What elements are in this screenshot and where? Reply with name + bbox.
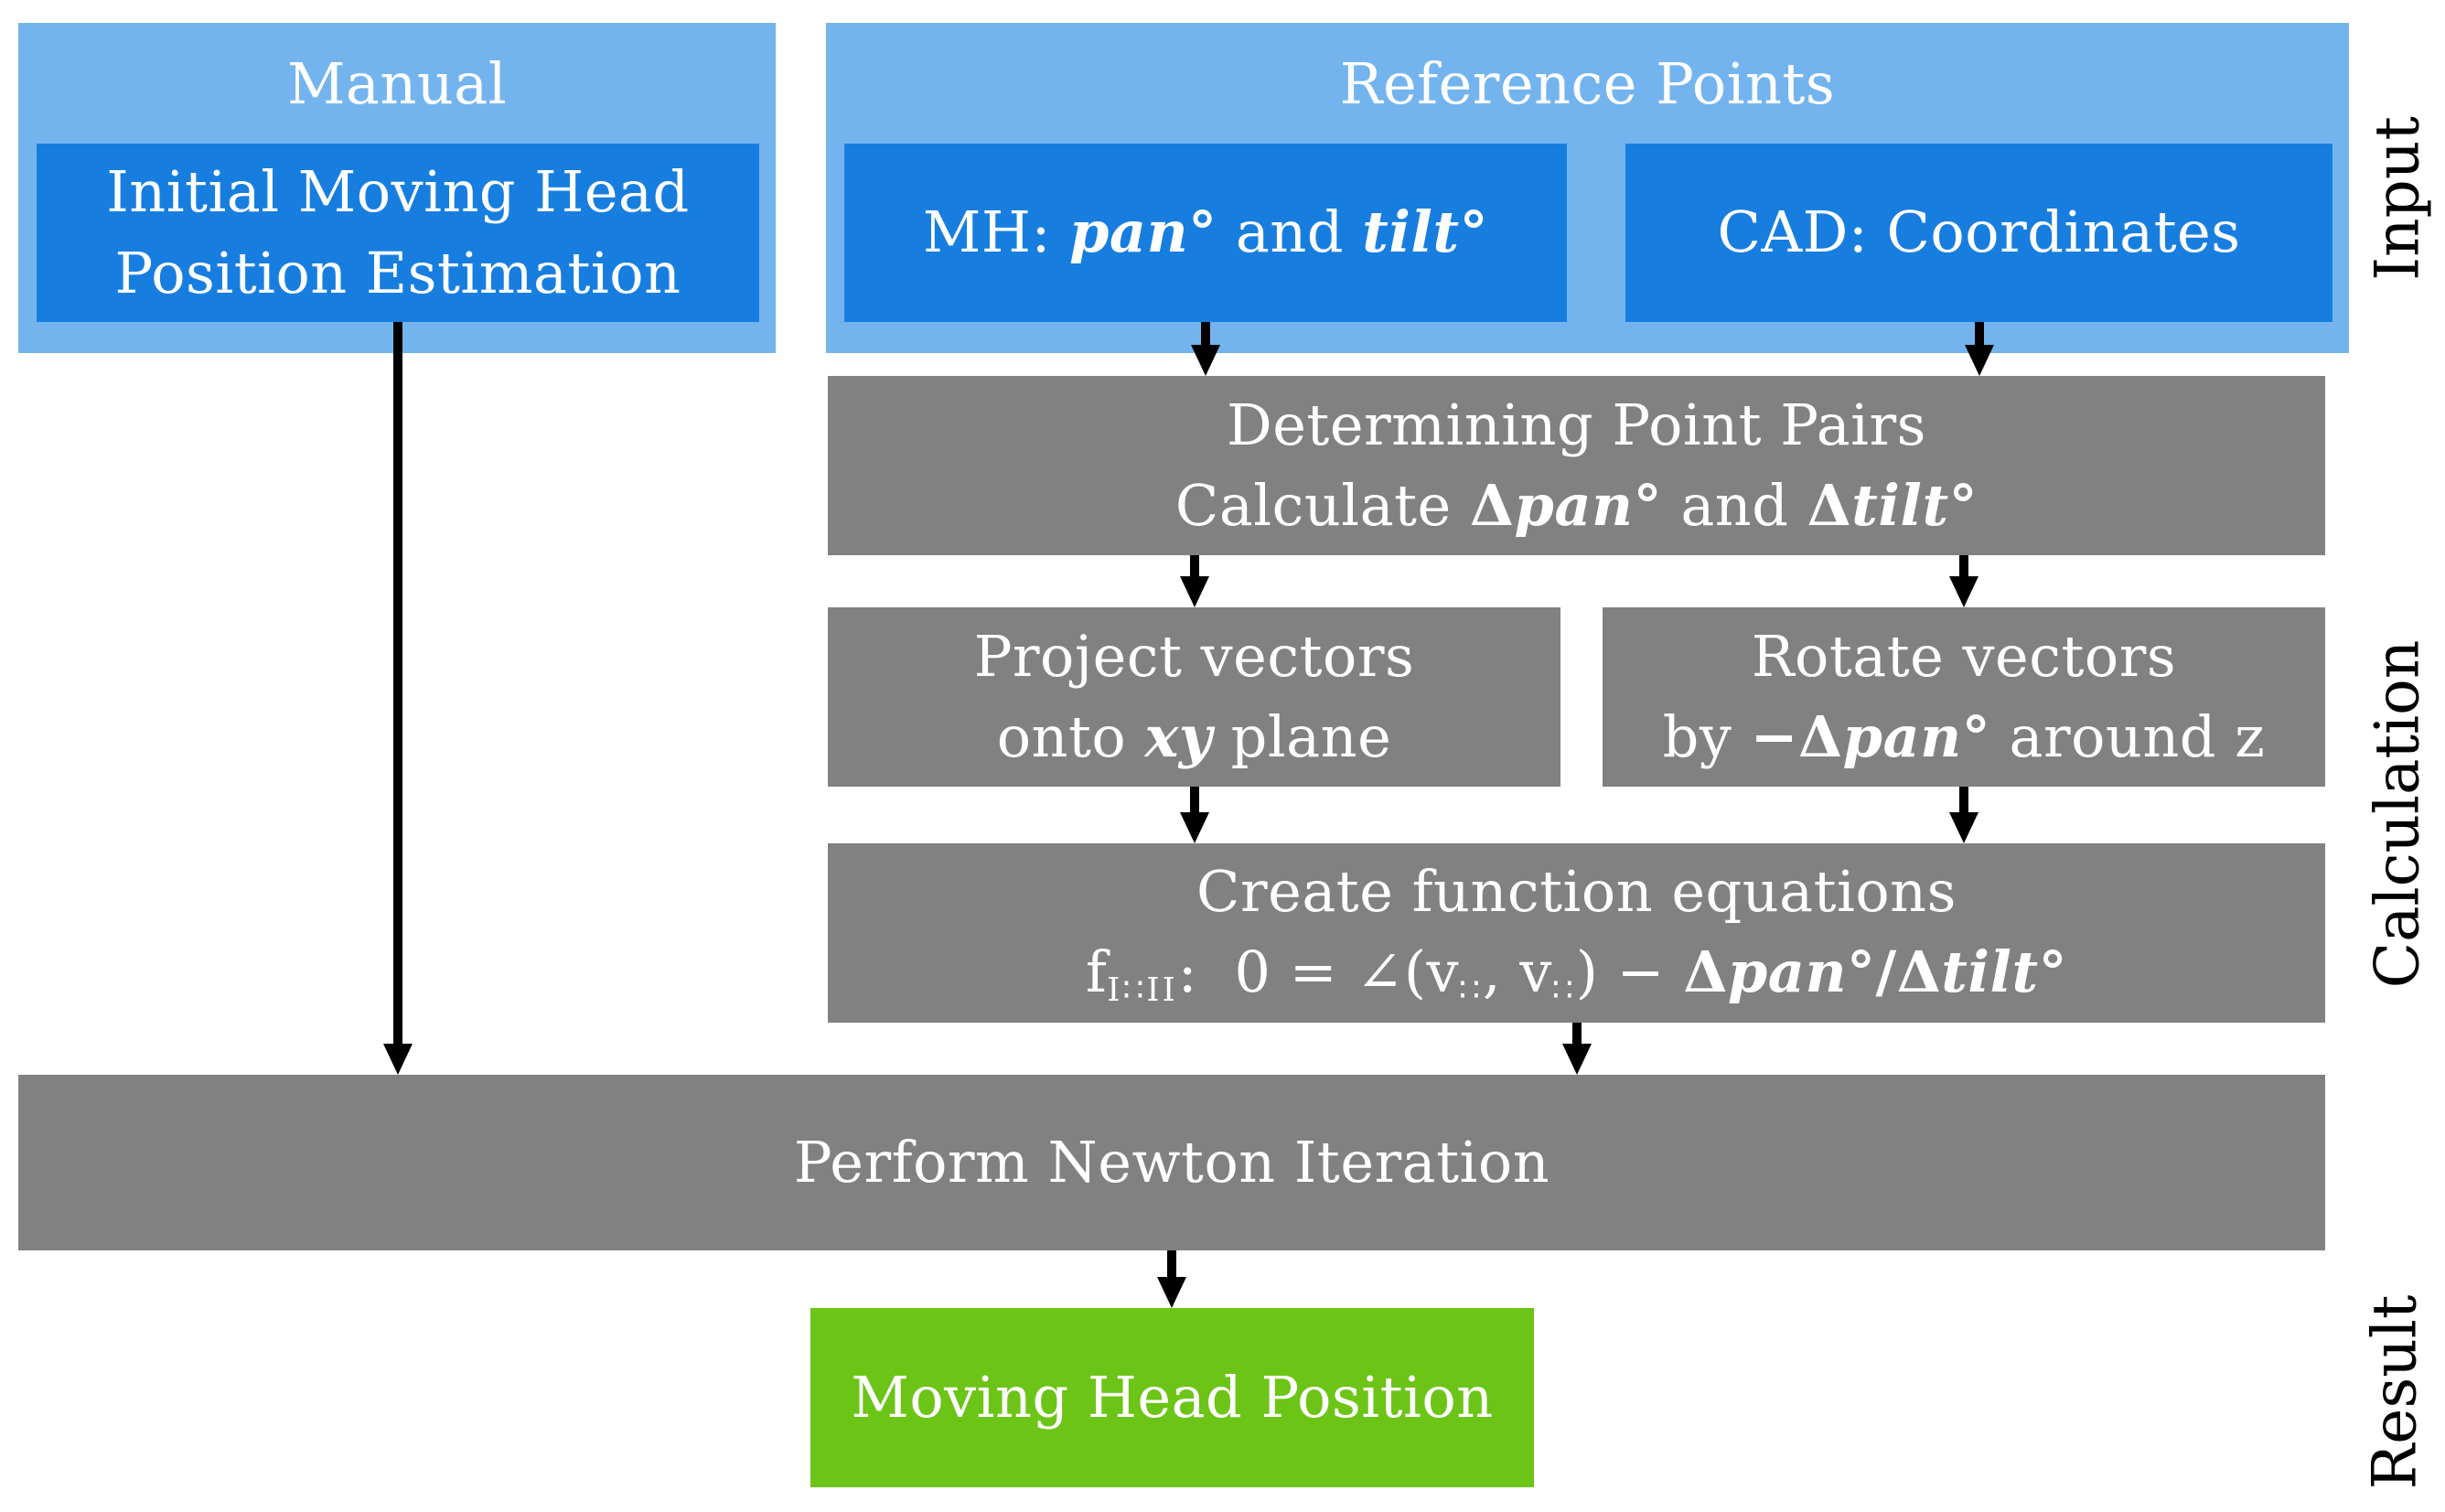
arrow-head <box>1180 576 1209 607</box>
initial-position-estimation-box: Initial Moving Head Position Estimation <box>37 144 759 322</box>
mh-pan-tilt-line: MH: pan° and tilt° <box>923 192 1488 273</box>
rotate-line2: by −Δpan° around z <box>1663 697 2266 777</box>
cad-coordinates-box: CAD: Coordinates <box>1625 144 2332 322</box>
arrow-head <box>1965 345 1994 376</box>
arrow-shaft <box>1167 1250 1176 1277</box>
arrow-shaft <box>1190 787 1199 812</box>
formula-delta-pan-symbol: Δ <box>1683 938 1728 1006</box>
determining-line1: Determining Point Pairs <box>1227 391 1926 458</box>
arrow-head <box>1180 812 1209 843</box>
formula-minus: ) − <box>1575 938 1684 1006</box>
initial-position-line1: Initial Moving Head <box>106 158 690 226</box>
manual-group-title-text: Manual <box>286 49 508 117</box>
perform-newton-iteration-box: Perform Newton Iteration <box>18 1075 2325 1250</box>
minus-delta-symbol: −Δ <box>1750 703 1843 770</box>
var-tilt: tilt° <box>1851 472 1979 539</box>
var-pan: pan° <box>1514 472 1663 539</box>
side-label-input-text: Input <box>2362 116 2433 281</box>
arrow-shaft <box>393 322 402 1044</box>
arrow-shaft <box>1190 555 1199 576</box>
formula-delta-tilt-symbol: Δ <box>1896 938 1942 1006</box>
arrow-shaft <box>1201 322 1210 345</box>
equations-line1: Create function equations <box>1196 858 1957 926</box>
arrow-head <box>1562 1044 1592 1075</box>
project-line1: Project vectors <box>973 622 1415 690</box>
side-label-result: Result <box>2360 1295 2430 1490</box>
mh-var-tilt: tilt° <box>1362 198 1489 266</box>
formula-var-tilt: tilt° <box>1941 938 2068 1006</box>
onto-prefix: onto <box>996 703 1145 770</box>
side-label-calculation-text: Calculation <box>2362 639 2433 989</box>
arrow-head <box>1157 1277 1186 1308</box>
project-vectors-box: Project vectors onto xy plane <box>828 607 1560 787</box>
mh-and: and <box>1217 198 1363 266</box>
reference-points-title: Reference Points <box>826 23 2349 144</box>
initial-position-line2: Position Estimation <box>114 239 681 306</box>
side-label-calculation: Calculation <box>2363 640 2433 989</box>
formula-v1: v <box>1426 938 1460 1006</box>
rotate-vectors-box: Rotate vectors by −Δpan° around z <box>1603 607 2325 787</box>
arrow-head <box>1191 345 1220 376</box>
calculate-and: and <box>1662 472 1807 539</box>
determining-line2: Calculate Δpan° and Δtilt° <box>1175 466 1978 546</box>
formula-f-subscript: I∷II <box>1107 971 1178 1010</box>
arrow-head <box>383 1044 413 1075</box>
formula-var-pan: pan° <box>1727 938 1876 1006</box>
reference-points-title-text: Reference Points <box>1339 49 1836 117</box>
moving-head-position-box: Moving Head Position <box>810 1308 1534 1487</box>
side-label-input: Input <box>2363 116 2433 281</box>
determining-point-pairs-box: Determining Point Pairs Calculate Δpan° … <box>828 376 2325 555</box>
project-line2: onto xy plane <box>997 697 1392 777</box>
create-function-equations-box: Create function equations fI∷II: 0 = ∠(v… <box>828 843 2325 1023</box>
delta-tilt-symbol: Δ <box>1807 472 1852 539</box>
by-prefix: by <box>1662 703 1751 770</box>
formula-equals-angle: : 0 = ∠( <box>1177 938 1427 1006</box>
formula-f: f <box>1085 938 1108 1006</box>
formula-comma: , <box>1482 938 1520 1006</box>
delta-pan-symbol: Δ <box>1469 472 1515 539</box>
var-xy: xy <box>1144 703 1213 770</box>
formula-v1-subscript: ∷ <box>1459 971 1483 1010</box>
arrow-head <box>1949 812 1979 843</box>
arrow-head <box>1949 576 1979 607</box>
arrow-shaft <box>1975 322 1984 345</box>
manual-group-title: Manual <box>18 23 776 144</box>
newton-label: Perform Newton Iteration <box>793 1128 1550 1196</box>
cad-coordinates-line: CAD: Coordinates <box>1717 198 2241 266</box>
side-label-result-text: Result <box>2359 1294 2430 1490</box>
mh-prefix: MH: <box>922 198 1070 266</box>
arrow-shaft <box>1572 1023 1582 1044</box>
mh-var-pan: pan° <box>1069 198 1217 266</box>
formula-v2: v <box>1519 938 1552 1006</box>
rotate-line1: Rotate vectors <box>1751 622 2177 690</box>
arrow-shaft <box>1959 787 1968 812</box>
around-z-suffix: around z <box>1990 703 2266 770</box>
arrow-shaft <box>1959 555 1968 576</box>
formula-slash: / <box>1875 938 1897 1006</box>
mh-pan-tilt-box: MH: pan° and tilt° <box>844 144 1567 322</box>
rotate-var-pan: pan° <box>1842 703 1991 770</box>
moving-head-position-label: Moving Head Position <box>851 1363 1494 1431</box>
equation-formula: fI∷II: 0 = ∠(v∷, v∷) − Δpan°/Δtilt° <box>1086 932 2067 1013</box>
plane-suffix: plane <box>1212 703 1392 770</box>
formula-v2-subscript: ∷ <box>1551 971 1576 1010</box>
calculate-prefix: Calculate <box>1174 472 1470 539</box>
